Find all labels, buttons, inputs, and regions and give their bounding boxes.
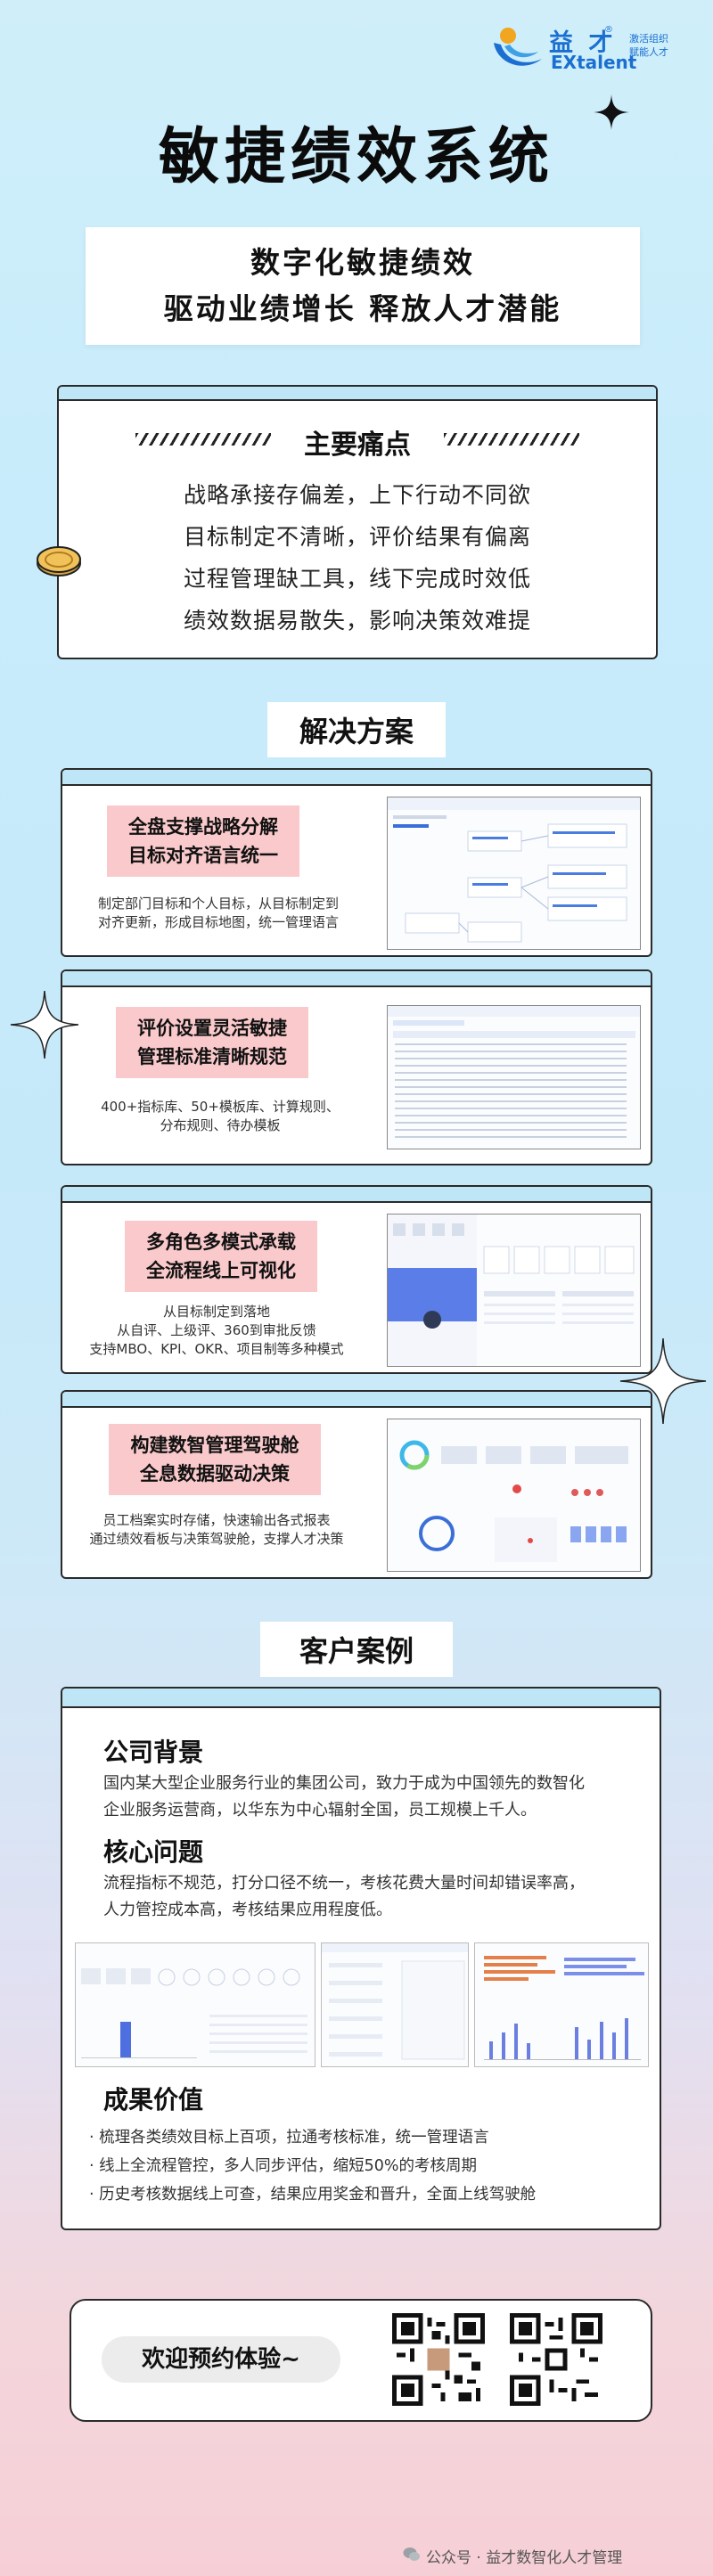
case-chart-screenshot	[474, 1942, 649, 2067]
coin-icon	[37, 546, 81, 577]
solution-description: 制定部门目标和个人目标，从目标制定到 对齐更新，形成目标地图，统一管理语言	[97, 895, 339, 930]
logo-registered: ®	[604, 25, 613, 35]
solution-card-1: 全盘支撑战略分解 目标对齐语言统一 制定部门目标和个人目标，从目标制定到 对齐更…	[61, 768, 652, 957]
indicator-table-graphic	[388, 1006, 640, 1138]
wechat-icon	[403, 2547, 420, 2561]
case-list-graphic	[322, 1943, 468, 2060]
solution-title-box: 全盘支撑战略分解 目标对齐语言统一	[107, 806, 299, 877]
subtitle-box: 数字化敏捷绩效 驱动业绩增长 释放人才潜能	[86, 227, 640, 345]
cta-label[interactable]: 欢迎预约体验~	[102, 2336, 340, 2383]
sparkle-icon	[594, 94, 629, 130]
goal-map-screenshot	[387, 797, 641, 950]
multi-role-graphic	[388, 1214, 635, 1366]
problem-text: 流程指标不规范，打分口径不统一，考核花费大量时间却错误率高， 人力管控成本高，考…	[103, 1874, 585, 1919]
value-item: · 梳理各类绩效目标上百项，拉通考核标准，统一管理语言	[89, 2129, 489, 2147]
logo-english: EXtalent	[551, 52, 637, 73]
logo-tagline: 激活组织 赋能人才	[629, 33, 668, 58]
card-top-bar	[62, 971, 651, 987]
solution-description: 从目标制定到落地 从自评、上级评、360到审批反馈 支持MBO、KPI、OKR、…	[89, 1304, 344, 1357]
cases-heading: 客户案例	[260, 1622, 453, 1677]
wechat-qr-code-icon[interactable]	[510, 2313, 602, 2406]
subtitle-line-2: 驱动业绩增长 释放人才潜能	[163, 291, 562, 326]
sparkle-outline-icon	[619, 1337, 707, 1425]
logo-mark-icon	[494, 28, 542, 66]
card-top-bar	[62, 1187, 651, 1203]
cta-card: 欢迎预约体验~	[70, 2299, 652, 2422]
value-title: 成果价值	[103, 2085, 204, 2114]
solutions-heading: 解决方案	[267, 702, 446, 757]
pain-point: 过程管理缺工具，线下完成时效低	[183, 566, 531, 592]
solution-title-line: 管理标准清晰规范	[137, 1046, 287, 1067]
solution-title-line: 全流程线上可视化	[146, 1260, 296, 1281]
solution-title-line: 多角色多模式承载	[146, 1231, 296, 1253]
solution-card-3: 多角色多模式承载 全流程线上可视化 从目标制定到落地 从自评、上级评、360到审…	[61, 1185, 652, 1374]
background-text: 国内某大型企业服务行业的集团公司，致力于成为中国领先的数智化 企业服务运营商，以…	[103, 1774, 585, 1820]
hatch-decoration-left	[135, 433, 271, 446]
solution-description: 员工档案实时存储，快速输出各式报表 通过绩效看板与决策驾驶舱，支撑人才决策	[89, 1512, 344, 1547]
multi-role-screenshot	[387, 1214, 641, 1367]
case-chart-graphic	[484, 1956, 644, 2060]
background-title: 公司背景	[103, 1738, 204, 1767]
case-dashboard-graphic	[81, 1968, 307, 2058]
hatch-decoration-right	[444, 433, 579, 446]
pain-points-card: 主要痛点 战略承接存偏差，上下行动不同欲 目标制定不清晰，评价结果有偏离 过程管…	[57, 385, 658, 659]
sparkle-outline-icon	[10, 990, 79, 1059]
value-item: · 线上全流程管控，多人同步评估，缩短50%的考核周期	[89, 2157, 478, 2175]
indicator-table-screenshot	[387, 1005, 641, 1149]
solution-title-box: 多角色多模式承载 全流程线上可视化	[125, 1221, 317, 1292]
subtitle-line-1: 数字化敏捷绩效	[250, 245, 475, 280]
goal-map-graphic	[388, 797, 640, 943]
value-list: · 梳理各类绩效目标上百项，拉通考核标准，统一管理语言 · 线上全流程管控，多人…	[89, 2123, 651, 2209]
solution-title-line: 构建数智管理驾驶舱	[130, 1435, 299, 1456]
case-list-screenshot	[321, 1942, 469, 2067]
card-top-bar	[59, 387, 656, 401]
dashboard-graphic	[399, 1440, 628, 1562]
brand-logo: 益 才 ® EXtalent 激活组织 赋能人才	[488, 23, 695, 77]
pain-point: 战略承接存偏差，上下行动不同欲	[183, 482, 531, 508]
case-dashboard-screenshot	[75, 1942, 316, 2067]
footer-account: 公众号 · 益才数智化人才管理	[426, 2549, 623, 2567]
card-top-bar	[62, 1392, 651, 1408]
page-title: 敏捷绩效系统	[158, 122, 554, 192]
value-item: · 历史考核数据线上可查，结果应用奖金和晋升，全面上线驾驶舱	[89, 2186, 537, 2204]
solution-title-line: 全盘支撑战略分解	[128, 816, 278, 838]
qr-code-icon[interactable]	[392, 2313, 485, 2406]
solution-title-box: 构建数智管理驾驶舱 全息数据驱动决策	[109, 1424, 321, 1495]
pain-points-list: 战略承接存偏差，上下行动不同欲 目标制定不清晰，评价结果有偏离 过程管理缺工具，…	[59, 474, 656, 642]
card-top-bar	[62, 1689, 660, 1708]
card-top-bar	[62, 770, 651, 786]
problem-title: 核心问题	[103, 1837, 204, 1867]
solution-title-line: 目标对齐语言统一	[128, 845, 278, 866]
dashboard-screenshot	[387, 1419, 641, 1572]
solution-card-4: 构建数智管理驾驶舱 全息数据驱动决策 员工档案实时存储，快速输出各式报表 通过绩…	[61, 1390, 652, 1579]
pain-point: 目标制定不清晰，评价结果有偏离	[183, 524, 531, 550]
logo-chinese: 益 才	[549, 29, 617, 57]
solution-card-2: 评价设置灵活敏捷 管理标准清晰规范 400+指标库、50+模板库、计算规则、 分…	[61, 969, 652, 1165]
solution-title-line: 全息数据驱动决策	[140, 1463, 290, 1484]
solution-title-box: 评价设置灵活敏捷 管理标准清晰规范	[116, 1007, 308, 1078]
case-card: 公司背景 国内某大型企业服务行业的集团公司，致力于成为中国领先的数智化 企业服务…	[61, 1687, 661, 2230]
solution-description: 400+指标库、50+模板库、计算规则、 分布规则、待办模板	[101, 1099, 340, 1133]
pain-point: 绩效数据易散失，影响决策效难提	[183, 608, 531, 634]
solution-title-line: 评价设置灵活敏捷	[137, 1018, 287, 1039]
pain-points-heading: 主要痛点	[304, 429, 411, 461]
